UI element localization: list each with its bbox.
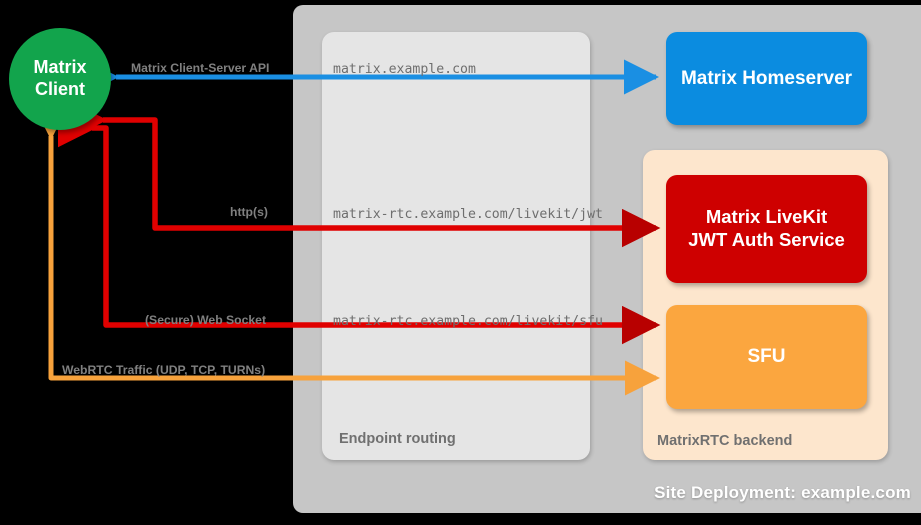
node-label-matrix-client-line1: Matrix — [33, 57, 87, 78]
service-label-matrix-homeserver: Matrix Homeserver — [680, 67, 853, 89]
service-label-sfu: SFU — [747, 346, 786, 368]
service-label-jwt-line1: Matrix LiveKit — [705, 206, 828, 228]
service-box-matrix-homeserver[interactable]: Matrix Homeserver — [666, 32, 867, 125]
flow-label-websocket: (Secure) Web Socket — [145, 313, 267, 327]
service-box-jwt-auth-service[interactable]: Matrix LiveKit JWT Auth Service — [666, 175, 867, 283]
matrixrtc-backend-label: MatrixRTC backend — [657, 433, 793, 449]
node-label-matrix-client-line2: Client — [34, 79, 85, 99]
node-label-matrix-client: Matrix Client — [33, 57, 86, 100]
service-label-jwt-auth-service: Matrix LiveKit JWT Auth Service — [688, 206, 845, 251]
endpoint-livekit-sfu: matrix-rtc.example.com/livekit/sfu — [333, 314, 603, 329]
endpoint-livekit-jwt: matrix-rtc.example.com/livekit/jwt — [333, 207, 603, 222]
service-box-sfu[interactable]: SFU — [666, 305, 867, 409]
node-matrix-client[interactable]: Matrix Client — [9, 28, 111, 130]
endpoint-matrix-example-com: matrix.example.com — [333, 62, 476, 77]
flow-label-https: http(s) — [230, 205, 268, 219]
flow-label-matrix-client-server-api: Matrix Client-Server API — [131, 61, 270, 75]
service-label-jwt-line2: JWT Auth Service — [688, 229, 845, 250]
flow-label-webrtc: WebRTC Traffic (UDP, TCP, TURNs) — [62, 363, 266, 377]
flow-line-webrtc — [33, 105, 661, 396]
site-deployment-label: Site Deployment: example.com — [654, 483, 911, 502]
endpoint-routing-label: Endpoint routing — [339, 431, 456, 447]
